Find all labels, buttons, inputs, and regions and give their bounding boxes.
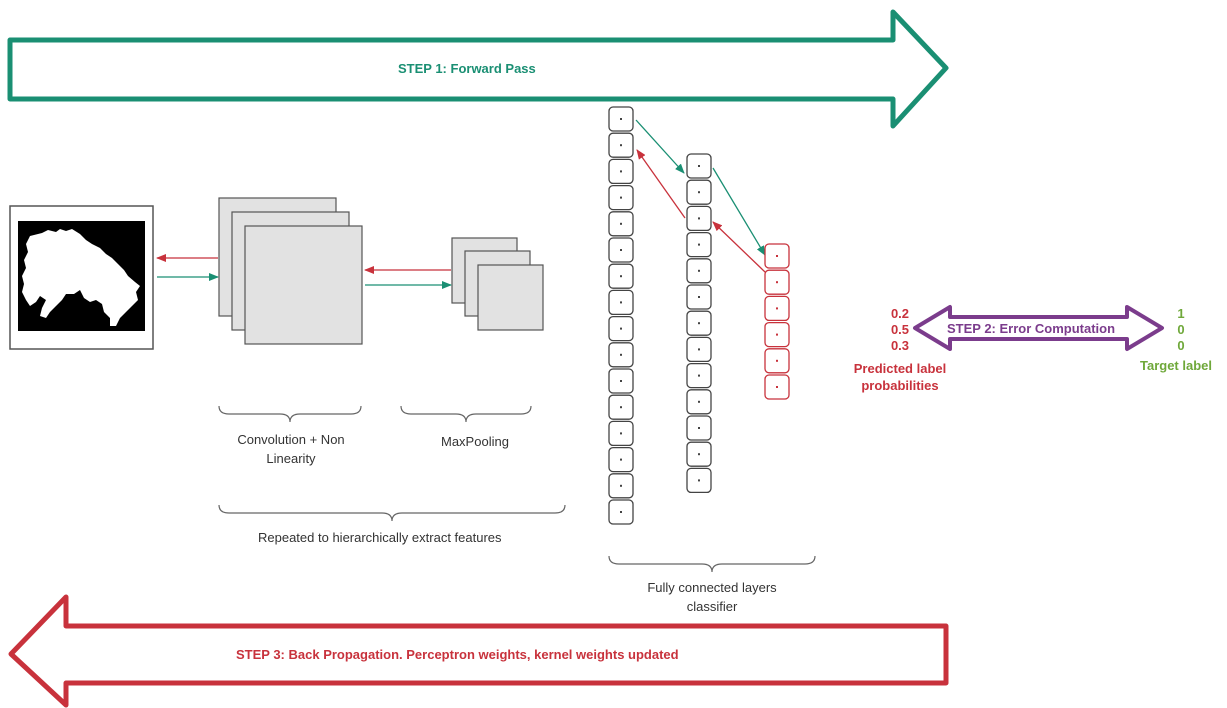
- fc2-node-dot: [698, 400, 700, 403]
- fc1-node-dot: [620, 432, 622, 435]
- fc1-node-dot: [620, 222, 622, 225]
- output-node-dot: [776, 281, 778, 284]
- predicted-values: 0.2 0.5 0.3: [880, 306, 920, 354]
- fc1-node-dot: [620, 144, 622, 147]
- fc2-node-dot: [698, 348, 700, 351]
- pool-brace: [400, 405, 532, 423]
- fc1-to-fc2-arrow: [635, 119, 685, 174]
- target-value-2: 0: [1177, 338, 1185, 353]
- fc2-node-dot: [698, 269, 700, 272]
- fc2-node-dot: [698, 217, 700, 220]
- predicted-value-0: 0.2: [890, 306, 910, 321]
- input-image: [9, 205, 154, 350]
- fc1-node-dot: [620, 353, 622, 356]
- fc2-node-dot: [698, 322, 700, 325]
- fc2-node-dot: [698, 479, 700, 482]
- fc1-node-dot: [620, 458, 622, 461]
- fc2-node-dot: [698, 374, 700, 377]
- fc-layer-1: [608, 106, 634, 525]
- fc1-node-dot: [620, 380, 622, 382]
- predicted-value-2: 0.3: [890, 338, 910, 353]
- forward-pass-arrow: [7, 9, 949, 129]
- fc2-node-dot: [698, 191, 700, 194]
- conv-caption: Convolution + Non Linearity: [237, 432, 345, 466]
- fc2-to-output-arrow: [712, 167, 766, 256]
- fc2-node-dot: [698, 243, 700, 246]
- target-value-1: 0: [1177, 322, 1185, 337]
- fc1-node-dot: [620, 406, 622, 409]
- step2-label: STEP 2: Error Computation: [947, 321, 1116, 336]
- output-node-dot: [776, 333, 778, 336]
- fc1-node-dot: [620, 511, 622, 513]
- fc1-node-dot: [620, 327, 622, 330]
- fc1-node-dot: [620, 118, 622, 120]
- step1-label: STEP 1: Forward Pass: [398, 61, 536, 76]
- back-propagation-arrow: [8, 594, 949, 708]
- fc-brace: [608, 555, 816, 573]
- fc-layer-2: [686, 153, 712, 494]
- fc-output-layer: [764, 243, 790, 400]
- output-node-dot: [776, 386, 778, 388]
- fc1-node-dot: [620, 249, 622, 251]
- output-to-fc2-arrow: [712, 221, 766, 273]
- target-values: 1 0 0: [1171, 306, 1191, 354]
- predicted-caption: Predicted label probabilities: [853, 361, 947, 393]
- fc1-node-dot: [620, 196, 622, 199]
- fc2-node-dot: [698, 427, 700, 429]
- step3-label: STEP 3: Back Propagation. Perceptron wei…: [236, 647, 679, 662]
- fc1-node-dot: [620, 275, 622, 278]
- segmentation-blob: [22, 229, 140, 326]
- error-computation-arrow: [913, 305, 1164, 351]
- fc2-node-dot: [698, 453, 700, 456]
- maxpool-caption: MaxPooling: [441, 434, 509, 449]
- fc1-node-dot: [620, 170, 622, 173]
- target-caption: Target label: [1140, 358, 1213, 373]
- maxpool-feature-maps: [451, 237, 544, 331]
- fc1-node-dot: [620, 484, 622, 487]
- output-node-dot: [776, 255, 778, 257]
- fc-caption: Fully connected layers classifier: [647, 580, 777, 614]
- conv-feature-maps: [218, 197, 363, 345]
- repeated-caption: Repeated to hierarchically extract featu…: [258, 530, 502, 545]
- fc1-node-dot: [620, 301, 622, 304]
- predicted-value-1: 0.5: [890, 322, 910, 337]
- target-value-0: 1: [1177, 306, 1185, 321]
- fc2-node-dot: [698, 165, 700, 167]
- fc2-node-dot: [698, 296, 700, 298]
- repeated-brace: [218, 504, 566, 522]
- conv-brace: [218, 405, 362, 423]
- output-node-dot: [776, 307, 778, 310]
- output-node-dot: [776, 359, 778, 362]
- fc2-to-fc1-arrow: [636, 149, 686, 219]
